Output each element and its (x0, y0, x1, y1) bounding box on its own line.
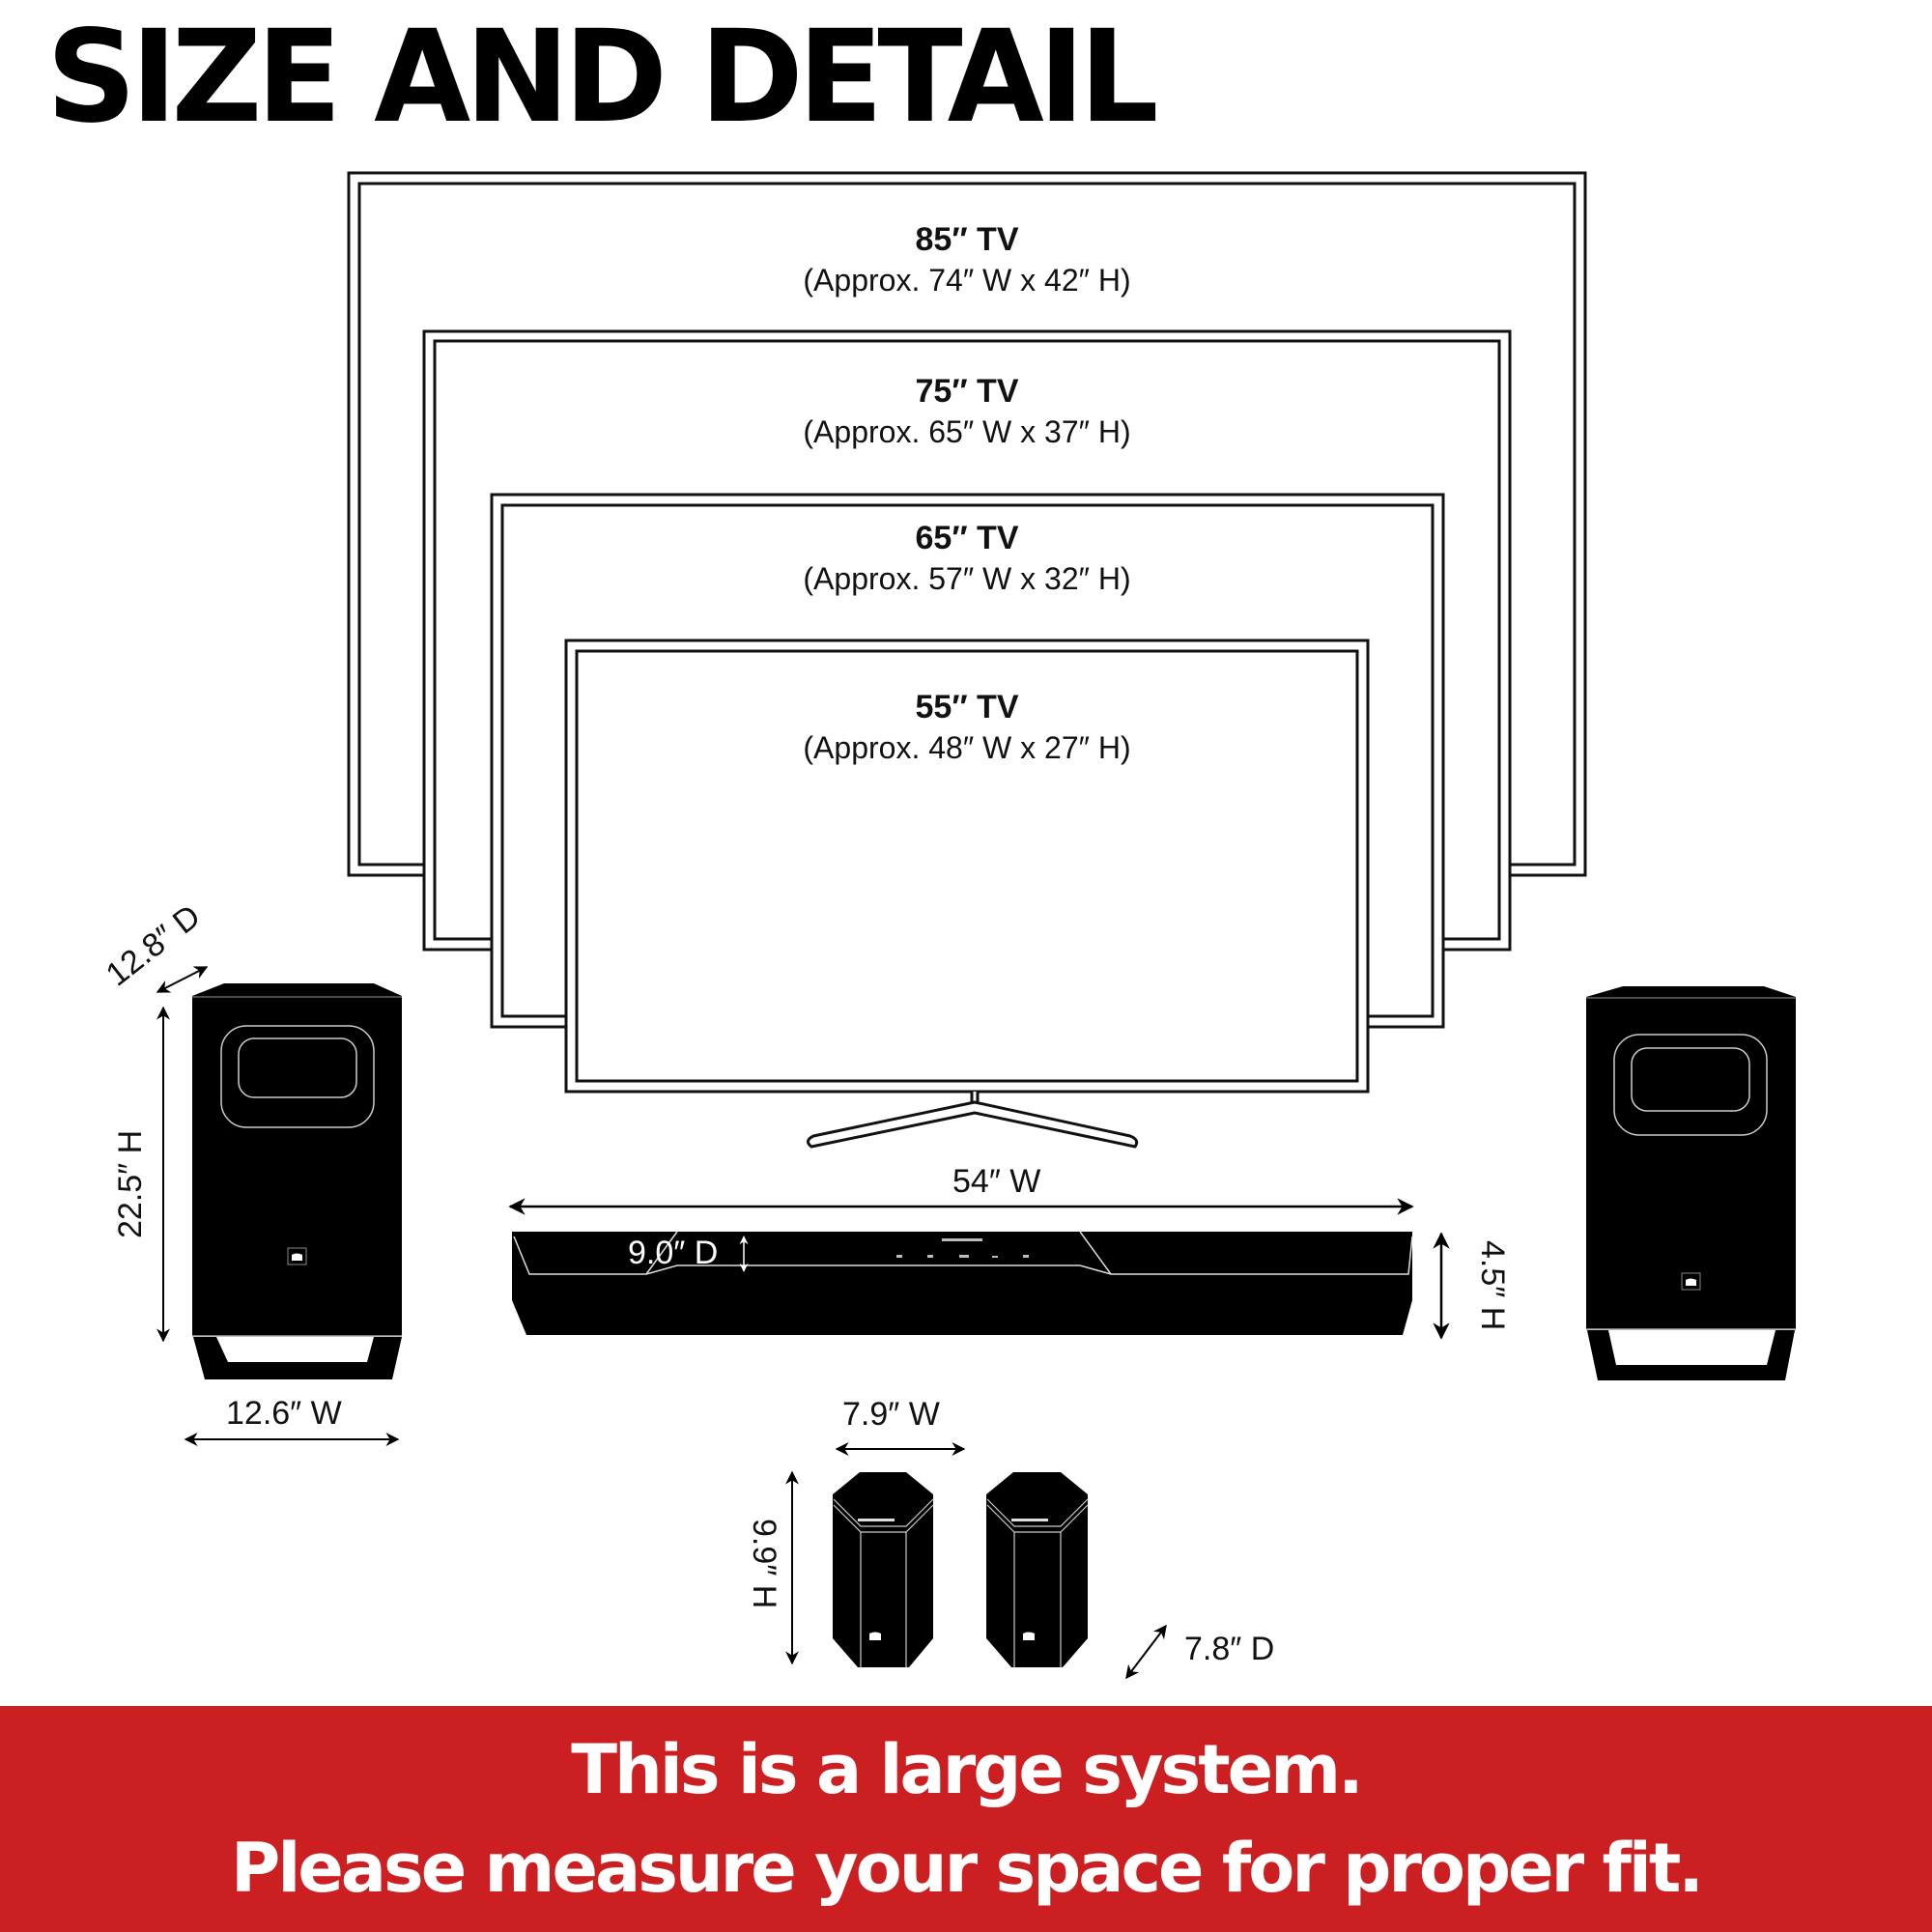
sub-height-label: 22.5″ H (112, 1129, 149, 1238)
tv-frame-55 (564, 639, 1370, 1094)
tv-size-55: 55″ TV (915, 689, 1019, 725)
rear-height-label: 9.9″ H (746, 1519, 782, 1609)
tv-label-55: 55″ TV (Approx. 48″ W x 27″ H) (677, 687, 1257, 768)
tv-size-85: 85″ TV (915, 221, 1019, 258)
rear-depth-arrow (1125, 1624, 1167, 1680)
tv-label-65: 65″ TV (Approx. 57″ W x 32″ H) (677, 518, 1257, 599)
brand-logo-icon (1023, 1632, 1035, 1640)
tv-approx-65: (Approx. 57″ W x 32″ H) (803, 561, 1131, 596)
rear-speaker-left (833, 1472, 934, 1667)
page-title: SIZE AND DETAIL (46, 3, 1159, 152)
sub-width-label: 12.6″ W (226, 1395, 342, 1432)
tv-stand (807, 1092, 1139, 1149)
rear-speaker-right (986, 1472, 1089, 1667)
tv-approx-55: (Approx. 48″ W x 27″ H) (803, 730, 1131, 765)
tv-size-65: 65″ TV (915, 520, 1019, 556)
banner-line-1: This is a large system. (571, 1730, 1363, 1809)
rear-depth-label: 7.8″ D (1184, 1631, 1275, 1667)
soundbar-height-label: 4.5″ H (1474, 1240, 1511, 1331)
tv-approx-75: (Approx. 65″ W x 37″ H) (803, 414, 1131, 449)
soundbar-width-label: 54″ W (952, 1163, 1041, 1200)
tv-label-75: 75″ TV (Approx. 65″ W x 37″ H) (677, 371, 1257, 452)
tv-approx-85: (Approx. 74″ W x 42″ H) (803, 263, 1131, 298)
rear-width-label: 7.9″ W (842, 1396, 940, 1433)
soundbar (512, 1231, 1413, 1335)
soundbar-depth-label: 9.0″ D (628, 1235, 719, 1271)
tv-label-85: 85″ TV (Approx. 74″ W x 42″ H) (677, 219, 1257, 300)
soundbar-controls (896, 1238, 1029, 1258)
banner-line-2: Please measure your space for proper fit… (231, 1829, 1704, 1908)
subwoofer-left (192, 983, 402, 1379)
sub-depth-arrow (156, 966, 209, 993)
brand-logo-icon (1686, 1278, 1696, 1286)
brand-logo-icon (292, 1253, 302, 1261)
tv-size-75: 75″ TV (915, 373, 1019, 410)
warning-banner: This is a large system. Please measure y… (0, 1706, 1932, 1932)
subwoofer-right (1586, 986, 1796, 1380)
brand-logo-icon (869, 1632, 881, 1640)
